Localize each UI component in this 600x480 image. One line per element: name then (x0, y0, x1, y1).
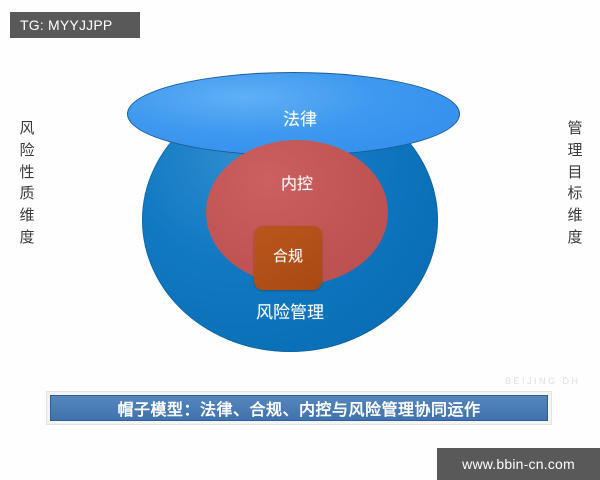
right-dimension-char-1: 理 (567, 141, 583, 159)
caption-banner-text: 帽子模型：法律、合规、内控与风险管理协同运作 (50, 395, 548, 421)
right-dimension-char-0: 管 (567, 120, 583, 137)
right-dimension-label: 管 理 目 标 维 度 (562, 118, 588, 249)
left-dimension-char-5: 度 (19, 228, 35, 246)
compliance-label: 合规 (272, 248, 303, 265)
right-dimension-char-3: 标 (567, 185, 583, 203)
risk-management-label: 风险管理 (256, 303, 324, 322)
left-dimension-char-4: 维 (19, 207, 35, 224)
law-label: 法律 (283, 110, 317, 129)
right-dimension-char-5: 度 (567, 228, 583, 246)
left-dimension-label: 风 险 性 质 维 度 (14, 118, 40, 249)
tg-channel-badge: TG: MYYJJPP (10, 12, 140, 38)
left-dimension-char-2: 性 (19, 163, 35, 181)
left-dimension-char-3: 质 (19, 185, 35, 203)
site-watermark: www.bbin-cn.com (437, 448, 600, 480)
faint-watermark: BEIJING DH (505, 376, 581, 386)
compliance-square (254, 226, 322, 290)
internal-control-label: 内控 (280, 176, 313, 193)
left-dimension-char-1: 险 (19, 141, 35, 159)
caption-banner-frame: 帽子模型：法律、合规、内控与风险管理协同运作 (46, 391, 552, 425)
left-dimension-char-0: 风 (19, 120, 35, 137)
right-dimension-char-2: 目 (567, 163, 583, 181)
right-dimension-char-4: 维 (567, 207, 583, 224)
